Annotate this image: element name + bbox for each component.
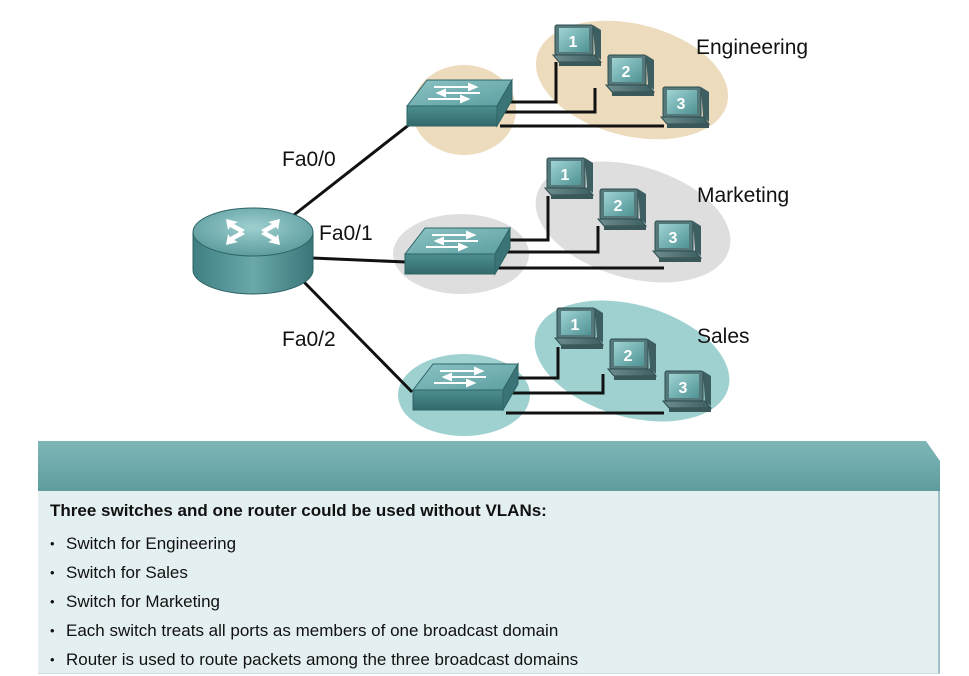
pc-number: 3 <box>669 230 678 247</box>
interface-label-fa0-1: Fa0/1 <box>319 222 373 245</box>
network-diagram: 1 2 3 1 2 3 1 2 3 Fa0/0 Fa0/1 Fa0/2 Engi… <box>192 20 808 436</box>
bullet-glyph: • <box>50 652 55 667</box>
pc-number: 2 <box>614 198 623 215</box>
pc-number: 2 <box>622 64 631 81</box>
router-icon[interactable] <box>192 207 314 295</box>
list-item-text: Switch for Engineering <box>66 534 237 553</box>
pc-number: 2 <box>624 348 633 365</box>
list-item-text: Switch for Sales <box>66 563 188 582</box>
interface-label-fa0-0: Fa0/0 <box>282 148 336 171</box>
switch-icon[interactable] <box>412 363 519 411</box>
pc-number: 1 <box>569 34 578 51</box>
pc-icon[interactable]: 3 <box>662 370 712 413</box>
pc-icon[interactable]: 1 <box>554 307 604 350</box>
group-label-sales: Sales <box>697 325 750 348</box>
pc-links <box>498 62 664 415</box>
info-panel: Three switches and one router could be u… <box>38 441 940 676</box>
info-title: Three switches and one router could be u… <box>50 501 547 520</box>
bullet-glyph: • <box>50 565 55 580</box>
pc-icon[interactable]: 3 <box>652 220 702 263</box>
info-panel-body: Three switches and one router could be u… <box>38 491 940 674</box>
pc-number: 3 <box>679 380 688 397</box>
list-item-text: Router is used to route packets among th… <box>66 650 579 669</box>
pc-icon[interactable]: 1 <box>552 24 602 67</box>
group-label-marketing: Marketing <box>697 184 789 207</box>
list-item: • Switch for Engineering <box>50 529 578 558</box>
router-links <box>289 122 414 394</box>
pc-number: 1 <box>571 317 580 334</box>
pc-number: 3 <box>677 96 686 113</box>
list-item-text: Each switch treats all ports as members … <box>66 621 559 640</box>
link-fa0-2 <box>300 278 414 394</box>
bullet-glyph: • <box>50 623 55 638</box>
pc-icon[interactable]: 2 <box>605 54 655 97</box>
switch-icon[interactable] <box>404 227 511 275</box>
link-fa0-1 <box>311 256 407 264</box>
sales-domain-shading <box>398 300 730 436</box>
pc-number: 1 <box>561 167 570 184</box>
interface-label-fa0-2: Fa0/2 <box>282 328 336 351</box>
pc-icon[interactable]: 2 <box>607 338 657 381</box>
list-item-text: Switch for Marketing <box>66 592 220 611</box>
pc-icon[interactable]: 1 <box>544 157 594 200</box>
list-item: • Switch for Marketing <box>50 587 578 616</box>
list-item: • Each switch treats all ports as members… <box>50 616 578 645</box>
info-bullet-list: • Switch for Engineering • Switch for Sale… <box>50 529 578 674</box>
bullet-glyph: • <box>50 594 55 609</box>
pc-icon[interactable]: 3 <box>660 86 710 129</box>
list-item: • Switch for Sales <box>50 558 578 587</box>
bullet-glyph: • <box>50 536 55 551</box>
group-label-engineering: Engineering <box>696 36 808 59</box>
pc-icon[interactable]: 2 <box>597 188 647 231</box>
link-fa0-0 <box>289 122 411 220</box>
info-panel-header <box>38 441 940 491</box>
switch-icon[interactable] <box>406 79 513 127</box>
list-item: • Router is used to route packets among t… <box>50 645 578 674</box>
